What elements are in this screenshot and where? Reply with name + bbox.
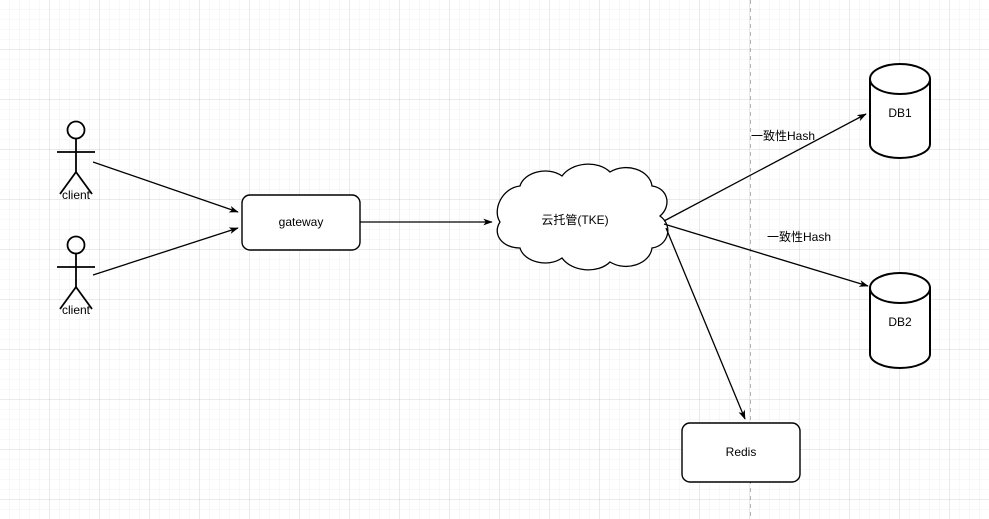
redis-box (681, 422, 801, 483)
edge-tke-to-redis (665, 227, 746, 420)
cloud-shape (496, 163, 669, 271)
actor-client-1-label: client (62, 188, 91, 202)
edge-client2-to-gateway (92, 227, 239, 276)
tke-label: 云托管(TKE) (541, 212, 608, 227)
actor-client-2[interactable]: client (57, 235, 95, 318)
db2-label: DB2 (888, 315, 912, 329)
node-gateway[interactable]: gateway (241, 194, 361, 251)
node-tke-cloud[interactable]: 云托管(TKE) (496, 163, 669, 271)
node-db1[interactable]: DB1 (869, 63, 931, 159)
stick-figure-actor-icon (57, 235, 95, 310)
redis-label: Redis (726, 445, 757, 459)
stick-figure-actor-icon (57, 120, 95, 195)
node-db2[interactable]: DB2 (869, 272, 931, 369)
edge-tke-to-db1 (663, 113, 867, 222)
db1-label: DB1 (888, 106, 912, 120)
edge-label-tke-db1: 一致性Hash (751, 129, 815, 143)
gateway-label: gateway (279, 215, 324, 229)
node-redis[interactable]: Redis (681, 422, 801, 483)
db1-body (869, 79, 931, 159)
edge-tke-to-db2 (663, 223, 869, 287)
db2-body (869, 288, 931, 369)
db2-top (869, 272, 931, 304)
actor-client-2-label: client (62, 303, 91, 317)
edge-client1-to-gateway (92, 161, 239, 213)
edge-label-tke-db2: 一致性Hash (767, 230, 831, 244)
db1-top (869, 63, 931, 95)
actor-client-1[interactable]: client (57, 120, 95, 203)
